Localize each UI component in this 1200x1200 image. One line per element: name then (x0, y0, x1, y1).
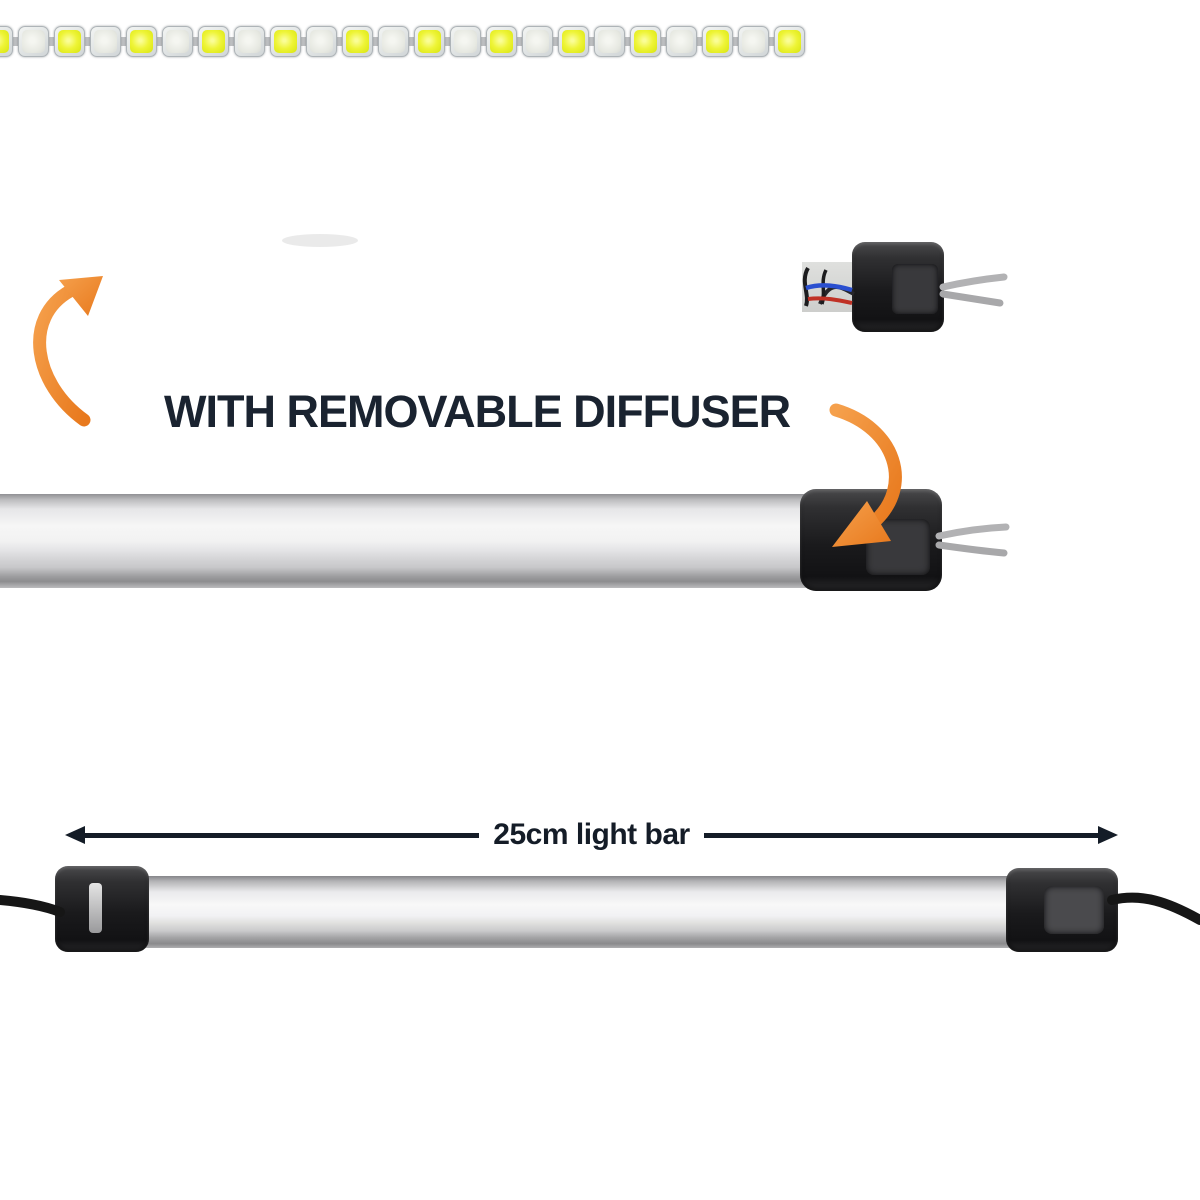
led-chip-white (450, 26, 486, 57)
dimension-line: 25cm light bar (65, 816, 1118, 854)
dimension-shaft-right (703, 832, 1098, 838)
led-chip-yellow (774, 26, 805, 57)
led-chip-white (522, 26, 558, 57)
led-chip-yellow (126, 26, 162, 57)
callout-arrow-left-icon (33, 276, 103, 427)
led-chip-white (738, 26, 774, 57)
led-chip-white (378, 26, 414, 57)
led-chip-yellow (558, 26, 594, 57)
led-chip-white (234, 26, 270, 57)
led-chip-white (162, 26, 198, 57)
light-bar-end-cap-left (55, 866, 149, 952)
led-chip-yellow (198, 26, 234, 57)
led-chip-yellow (486, 26, 522, 57)
power-wire-diffused-strip (935, 523, 1010, 540)
light-bar-tube (138, 876, 1016, 948)
led-chip-yellow (54, 26, 90, 57)
led-chip-white (90, 26, 126, 57)
headline-text: WITH REMOVABLE DIFFUSER (164, 386, 791, 437)
light-bar-end-cap-right (1006, 868, 1118, 952)
led-chip-yellow (0, 26, 18, 57)
dimension-label: 25cm light bar (493, 818, 690, 851)
light-bar-wire-right (1107, 892, 1200, 925)
dimension-shaft-left (85, 832, 480, 838)
reflection-highlight (282, 234, 358, 247)
led-chip-yellow (702, 26, 738, 57)
led-row (0, 26, 805, 57)
led-chip-white (18, 26, 54, 57)
led-chip-yellow (270, 26, 306, 57)
power-wire-diffused-strip-2 (935, 541, 1008, 557)
dimension-arrowhead-left-icon (65, 826, 85, 844)
power-wire-bare-strip-2 (939, 290, 1004, 307)
led-chip-yellow (630, 26, 666, 57)
led-chip-yellow (414, 26, 450, 57)
led-chip-white (666, 26, 702, 57)
end-cap-diffused-strip (800, 489, 942, 591)
led-chip-yellow (342, 26, 378, 57)
led-chip-white (594, 26, 630, 57)
light-bar-wire-left (0, 895, 65, 917)
end-cap-bare-strip (852, 242, 944, 332)
bare-led-strip (0, 0, 860, 84)
diffused-led-strip (0, 494, 822, 588)
led-chip-white (306, 26, 342, 57)
power-wire-bare-strip (939, 273, 1008, 291)
dimension-arrowhead-right-icon (1098, 826, 1118, 844)
solder-wire-zone (802, 262, 854, 312)
